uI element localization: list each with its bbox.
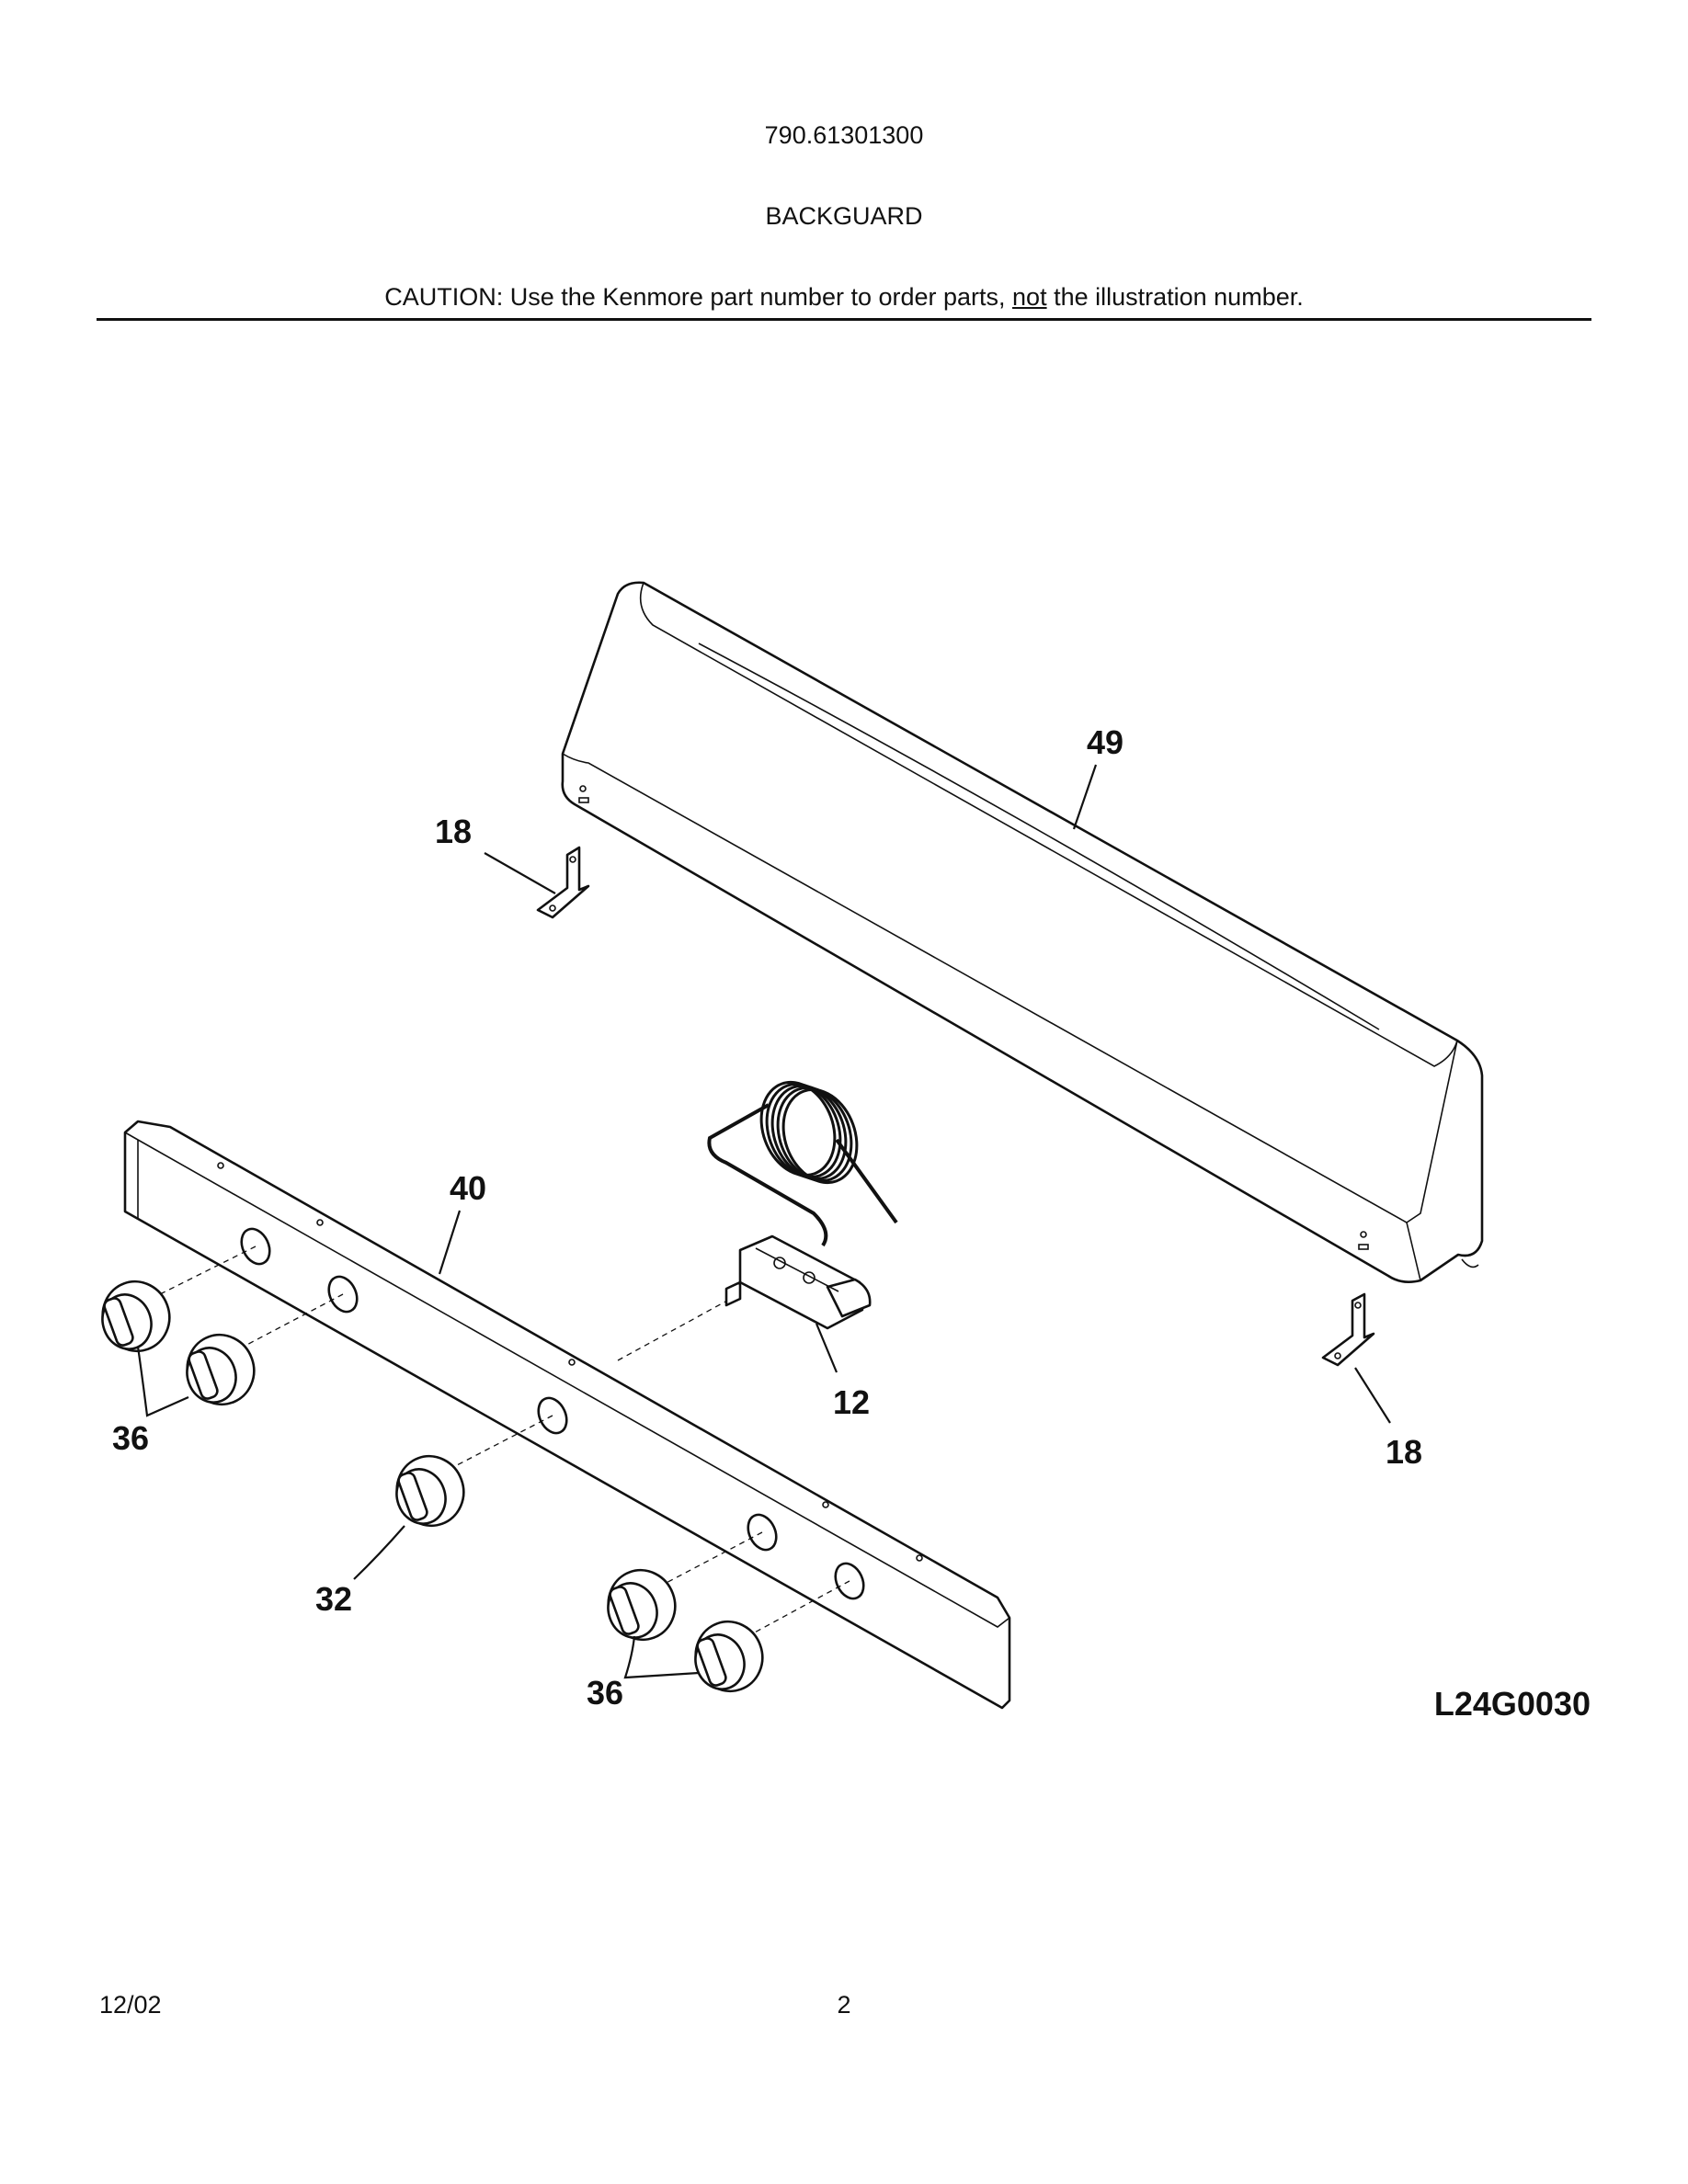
gas-valve-assembly [707, 1080, 898, 1330]
callout-40: 40 [450, 1169, 486, 1207]
leader-lines [136, 764, 1391, 1679]
knob-left-upper [101, 1280, 171, 1353]
panel-slot-left [578, 797, 589, 803]
panel-hook [1461, 1258, 1479, 1268]
callout-32: 32 [315, 1580, 352, 1618]
callout-18-right: 18 [1386, 1433, 1422, 1471]
caution-note: CAUTION: Use the Kenmore part number to … [0, 283, 1688, 312]
caution-suffix: the illustration number. [1046, 283, 1304, 311]
mounting-bracket-left [536, 846, 590, 919]
callout-36-right: 36 [587, 1674, 623, 1712]
section-title: BACKGUARD [765, 202, 923, 230]
callout-49: 49 [1087, 723, 1123, 761]
knob-left-lower [186, 1333, 256, 1406]
model-number: 790.61301300 [764, 121, 924, 149]
drawing-number: L24G0030 [1433, 1685, 1591, 1723]
capillary-coil [707, 1080, 898, 1247]
footer-date: 12/02 [99, 1991, 162, 2019]
knob-right-lower [694, 1620, 764, 1693]
caution-emphasis: not [1012, 283, 1047, 311]
panel-slot-right [1358, 1244, 1369, 1250]
header-rule [97, 318, 1591, 321]
callout-12: 12 [833, 1383, 870, 1421]
caution-prefix: CAUTION: Use the Kenmore part number to … [384, 283, 1013, 311]
alignment-lines [137, 1246, 850, 1646]
control-panel-bar [123, 1120, 1011, 1710]
callout-36-left: 36 [112, 1419, 149, 1457]
backguard-panel [561, 581, 1484, 1283]
mounting-bracket-right [1321, 1292, 1375, 1367]
knob-center [395, 1454, 465, 1528]
callout-18-left: 18 [435, 813, 472, 850]
page-number: 2 [837, 1991, 851, 2019]
knob-right-upper [607, 1568, 677, 1642]
